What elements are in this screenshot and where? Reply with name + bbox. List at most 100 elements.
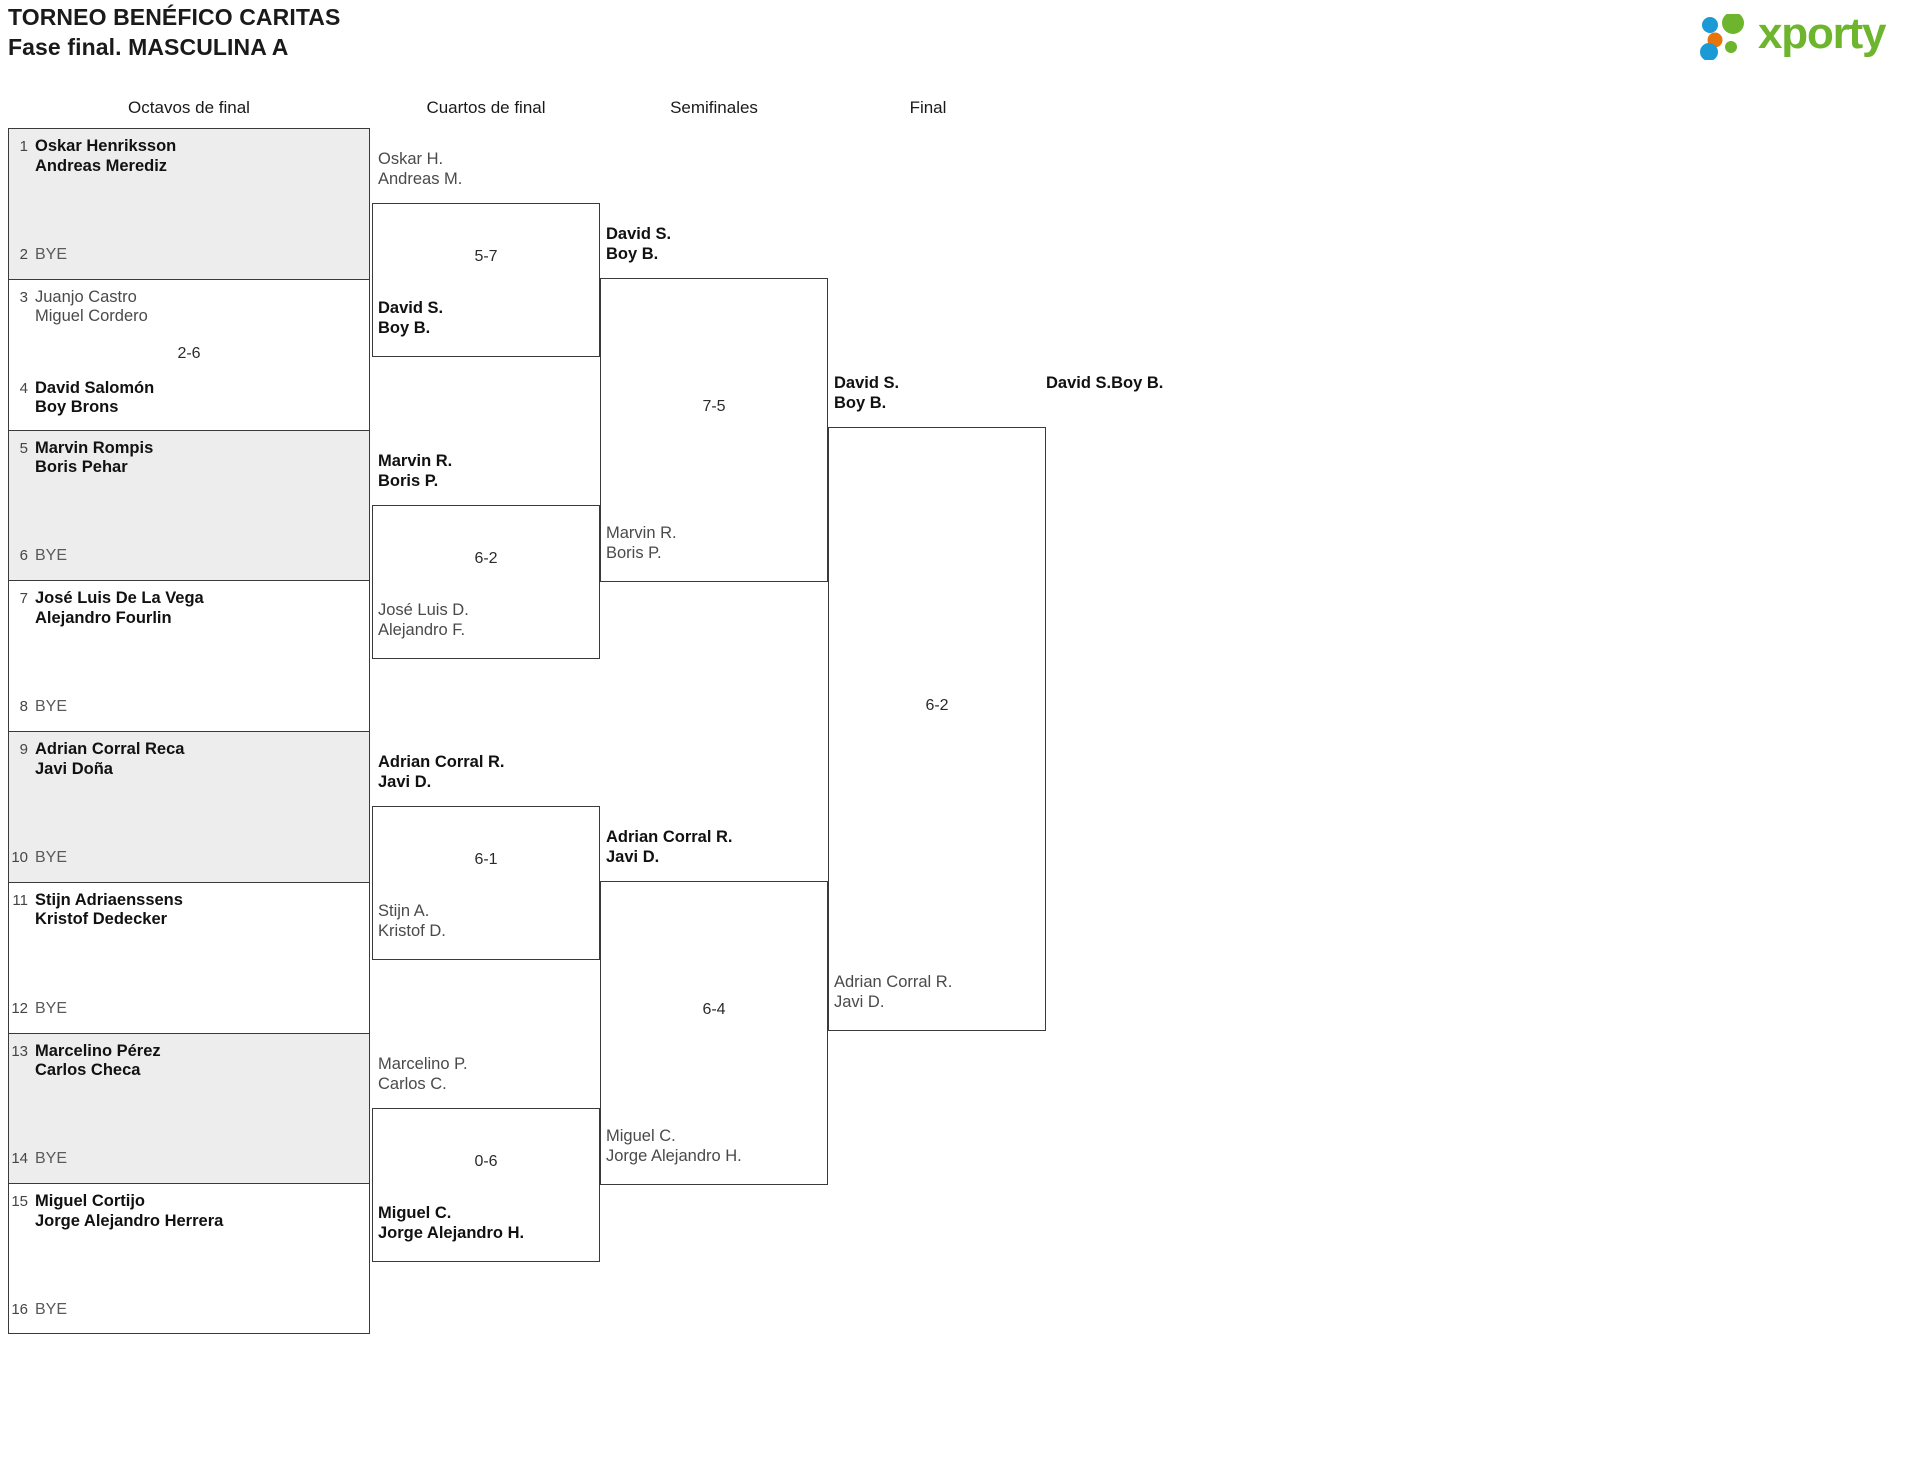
team-player-1: David Salomón [35,378,155,397]
quarterfinal-3-team-top: Adrian Corral R.Javi D. [378,753,505,792]
team-names: BYE [35,245,67,265]
team-player-1: José Luis De La Vega [35,589,204,608]
seed-number: 15 [11,1193,28,1211]
team-player-1: Adrian Corral R. [834,973,953,991]
team-player-1: BYE [35,1301,68,1318]
semifinal-match-1[interactable] [600,278,828,582]
team-player-2: Javi Doña [35,759,113,778]
semifinal-1-team-top: David S.Boy B. [606,225,671,264]
champion-player-2: Boy B. [1111,374,1164,392]
seed-number: 8 [19,698,28,715]
quarterfinal-2-team-bottom: José Luis D.Alejandro F. [378,601,469,640]
team-player-1: Adrian Corral R. [606,828,733,846]
team-names: BYE [35,546,67,566]
team-player-1: Marcelino Pérez [35,1041,161,1060]
team-player-1: Marcelino P. [378,1055,468,1073]
team-player-1: BYE [35,999,68,1017]
team-player-2: Boy B. [834,393,887,412]
team-player-2: Andreas M. [378,169,463,188]
team-names: BYE [35,999,67,1019]
quarterfinal-match-1[interactable] [372,203,600,357]
quarterfinal-match-3[interactable] [372,806,600,960]
semifinal-1-team-bottom: Marvin R.Boris P. [606,524,677,563]
team-player-1: Marvin Rompis [35,438,154,457]
team-player-2: Carlos Checa [35,1061,141,1079]
quarterfinal-3-score: 6-1 [474,851,498,868]
team-player-2: Boy B. [378,318,431,337]
round1-slot-bottom[interactable]: 6 BYE [9,546,369,566]
final-team-bottom: Adrian Corral R.Javi D. [834,973,952,1012]
team-player-2: Jorge Alejandro Herrera [35,1211,224,1230]
team-player-1: BYE [35,1150,68,1168]
team-player-2: Boris P. [606,543,662,562]
quarterfinal-1-score: 5-7 [474,248,498,265]
round-header-octavos: Octavos de final [128,98,250,117]
final-score: 6-2 [925,697,949,714]
team-player-2: Javi D. [834,992,885,1011]
round1-slot-bottom[interactable]: 10 BYE [9,848,369,868]
team-player-1: Oskar H. [378,150,444,168]
champion-player-1: David S. [1046,374,1112,392]
team-player-1: Miguel C. [378,1204,452,1222]
seed-number: 3 [19,288,28,306]
quarterfinal-match-4[interactable] [372,1108,600,1262]
team-player-1: BYE [35,848,68,866]
team-player-2: Alejandro Fourlin [35,608,172,627]
semifinal-1-score: 7-5 [702,398,726,415]
team-player-1: David S. [834,374,900,392]
team-player-2: Javi D. [378,772,432,791]
quarterfinal-match-2[interactable] [372,505,600,659]
final-match[interactable] [828,427,1046,1031]
team-player-1: Miguel C. [606,1127,676,1145]
tournament-phase: Fase final. MASCULINA A [8,34,289,60]
team-player-1: Juanjo Castro [35,287,137,306]
logo-wordmark: xporty [1758,9,1886,58]
team-player-2: Carlos C. [378,1074,447,1093]
seed-number: 10 [11,848,28,866]
team-player-2: Boy B. [606,244,659,263]
team-player-2: Jorge Alejandro H. [606,1146,742,1165]
team-player-1: David S. [378,299,444,317]
quarterfinal-4-score: 0-6 [474,1153,498,1170]
team-names: BYE [35,1300,67,1320]
round-header-cuartos: Cuartos de final [426,98,546,117]
seed-number: 5 [19,439,28,457]
team-player-2: Kristof D. [378,921,446,940]
team-player-1: Oskar Henriksson [35,137,177,155]
final-team-top: David S.Boy B. [834,374,899,413]
semifinal-match-2[interactable] [600,881,828,1185]
seed-number: 16 [11,1301,28,1318]
page-title: TORNEO BENÉFICO CARITAS Fase final. MASC… [8,2,340,62]
seed-number: 6 [19,547,28,565]
round1-slot-bottom[interactable]: 16 BYE [9,1300,369,1320]
team-player-2: Jorge Alejandro H. [378,1223,525,1242]
